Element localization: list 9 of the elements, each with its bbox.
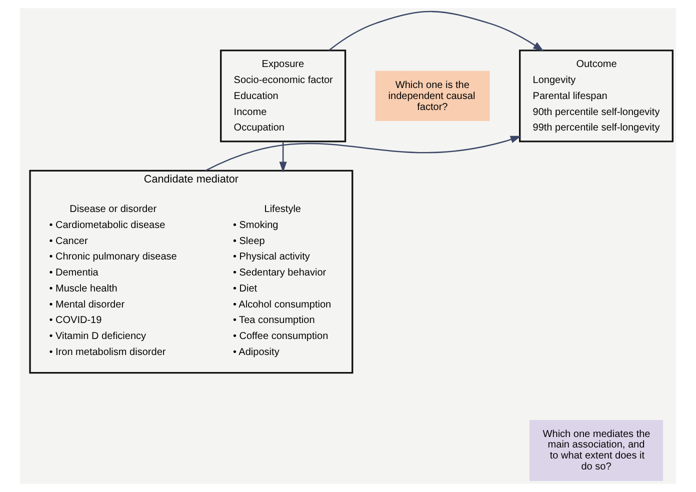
node-box: Which one is the independent causal factor? [375,70,490,122]
node-box: Outcome Longevity Parental lifespan 90th percentile self-longevity 99th percentile self-longevity [519,50,674,142]
arrow [205,136,522,172]
arrow [279,142,287,173]
node-box: Exposure Socio-economic factor Education Income Occupation [220,50,346,142]
node-text: Disease or disorder • Cardiometabolic disease • Cancer • Chronic pulmonary disease • Dementia • Muscle health • Mental disorder • COVID-19 • Vitamin D deficiency • Iron metabolism disorder [49,204,177,358]
arrow [328,10,544,52]
node-text: Lifestyle • Smoking • Sleep • Physical activity • Sedentary behavior • Diet • Alcohol consumption • Tea consumption • Coffee consumption • Adiposity [232,204,332,358]
node-box: Which one mediates the main association, and to what extent does it do so? [529,420,664,481]
